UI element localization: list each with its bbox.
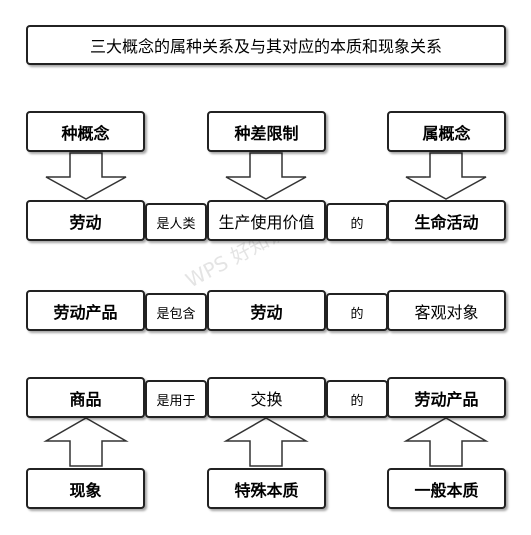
up-arrow-2 (223, 417, 309, 467)
up-arrow-1 (43, 417, 129, 467)
row2-genus: 客观对象 (387, 290, 506, 331)
row2-species: 劳动产品 (26, 290, 145, 331)
row1-differentia: 生产使用价值 (207, 200, 326, 241)
row3-genus: 劳动产品 (387, 377, 506, 418)
footer-general-essence: 一般本质 (387, 468, 506, 509)
down-arrow-3 (405, 152, 487, 200)
row1-link2: 的 (326, 203, 388, 241)
row2-link2: 的 (326, 293, 388, 331)
header-genus-concept: 属概念 (387, 111, 506, 152)
down-arrow-1 (45, 152, 127, 200)
row1-species: 劳动 (26, 200, 145, 241)
row2-differentia: 劳动 (207, 290, 326, 331)
row3-link2: 的 (326, 380, 388, 418)
header-species-concept: 种概念 (26, 111, 145, 152)
row2-link1: 是包含 (145, 293, 207, 331)
footer-special-essence: 特殊本质 (207, 468, 326, 509)
up-arrow-3 (403, 417, 489, 467)
row1-genus: 生命活动 (387, 200, 506, 241)
diagram-title: 三大概念的属种关系及与其对应的本质和现象关系 (26, 25, 506, 65)
row3-differentia: 交换 (207, 377, 326, 418)
header-differentia: 种差限制 (207, 111, 326, 152)
row3-species: 商品 (26, 377, 145, 418)
row1-link1: 是人类 (145, 203, 207, 241)
down-arrow-2 (225, 152, 307, 200)
footer-phenomenon: 现象 (26, 468, 145, 509)
row3-link1: 是用于 (145, 380, 207, 418)
